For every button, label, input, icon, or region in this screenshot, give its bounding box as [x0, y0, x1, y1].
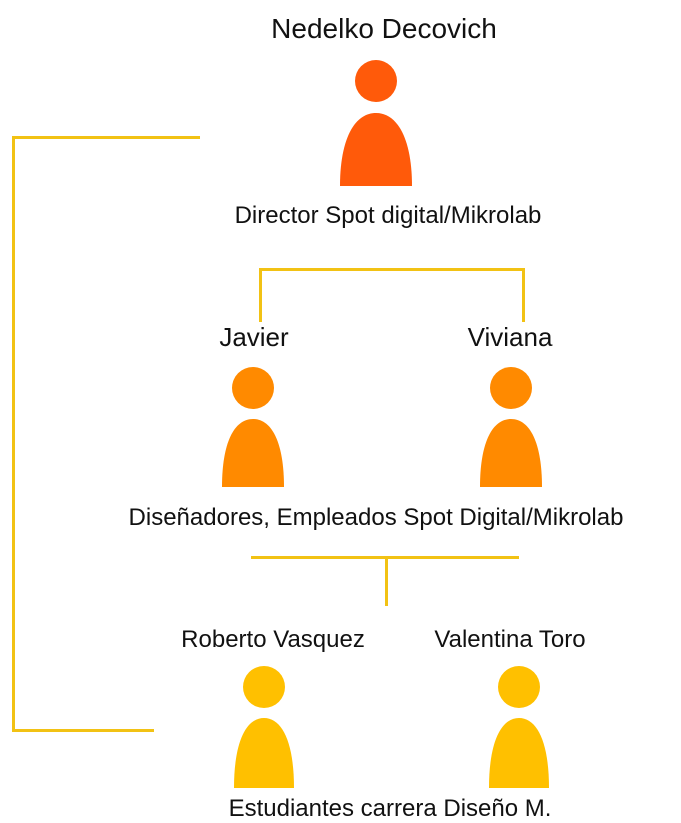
- top-person-name: Nedelko Decovich: [271, 13, 497, 44]
- bracket-top-arm: [12, 136, 200, 139]
- bottom-person-name: Valentina Toro: [434, 626, 586, 653]
- middle-bracket-left: [259, 268, 262, 322]
- bottom-role-caption: Estudiantes carrera Diseño M.: [228, 795, 552, 822]
- bracket-bottom-arm: [12, 729, 154, 732]
- bottom-person-name: Roberto Vasquez: [181, 626, 365, 653]
- middle-bracket-right: [522, 268, 525, 322]
- middle-role-caption: Diseñadores, Empleados Spot Digital/Mikr…: [128, 504, 624, 531]
- bottom-person-icon: [489, 666, 549, 788]
- bracket-vertical: [12, 136, 15, 731]
- middle-person-name: Javier: [219, 322, 289, 352]
- middle-bracket-horizontal: [259, 268, 525, 271]
- middle-person-icon: [222, 367, 284, 487]
- middle-person-name: Viviana: [467, 322, 553, 352]
- middle-person-icon: [480, 367, 542, 487]
- top-person-icon: [340, 60, 412, 186]
- bottom-bracket-stem: [385, 556, 388, 606]
- top-role-caption: Director Spot digital/Mikrolab: [234, 202, 542, 229]
- bottom-person-icon: [234, 666, 294, 788]
